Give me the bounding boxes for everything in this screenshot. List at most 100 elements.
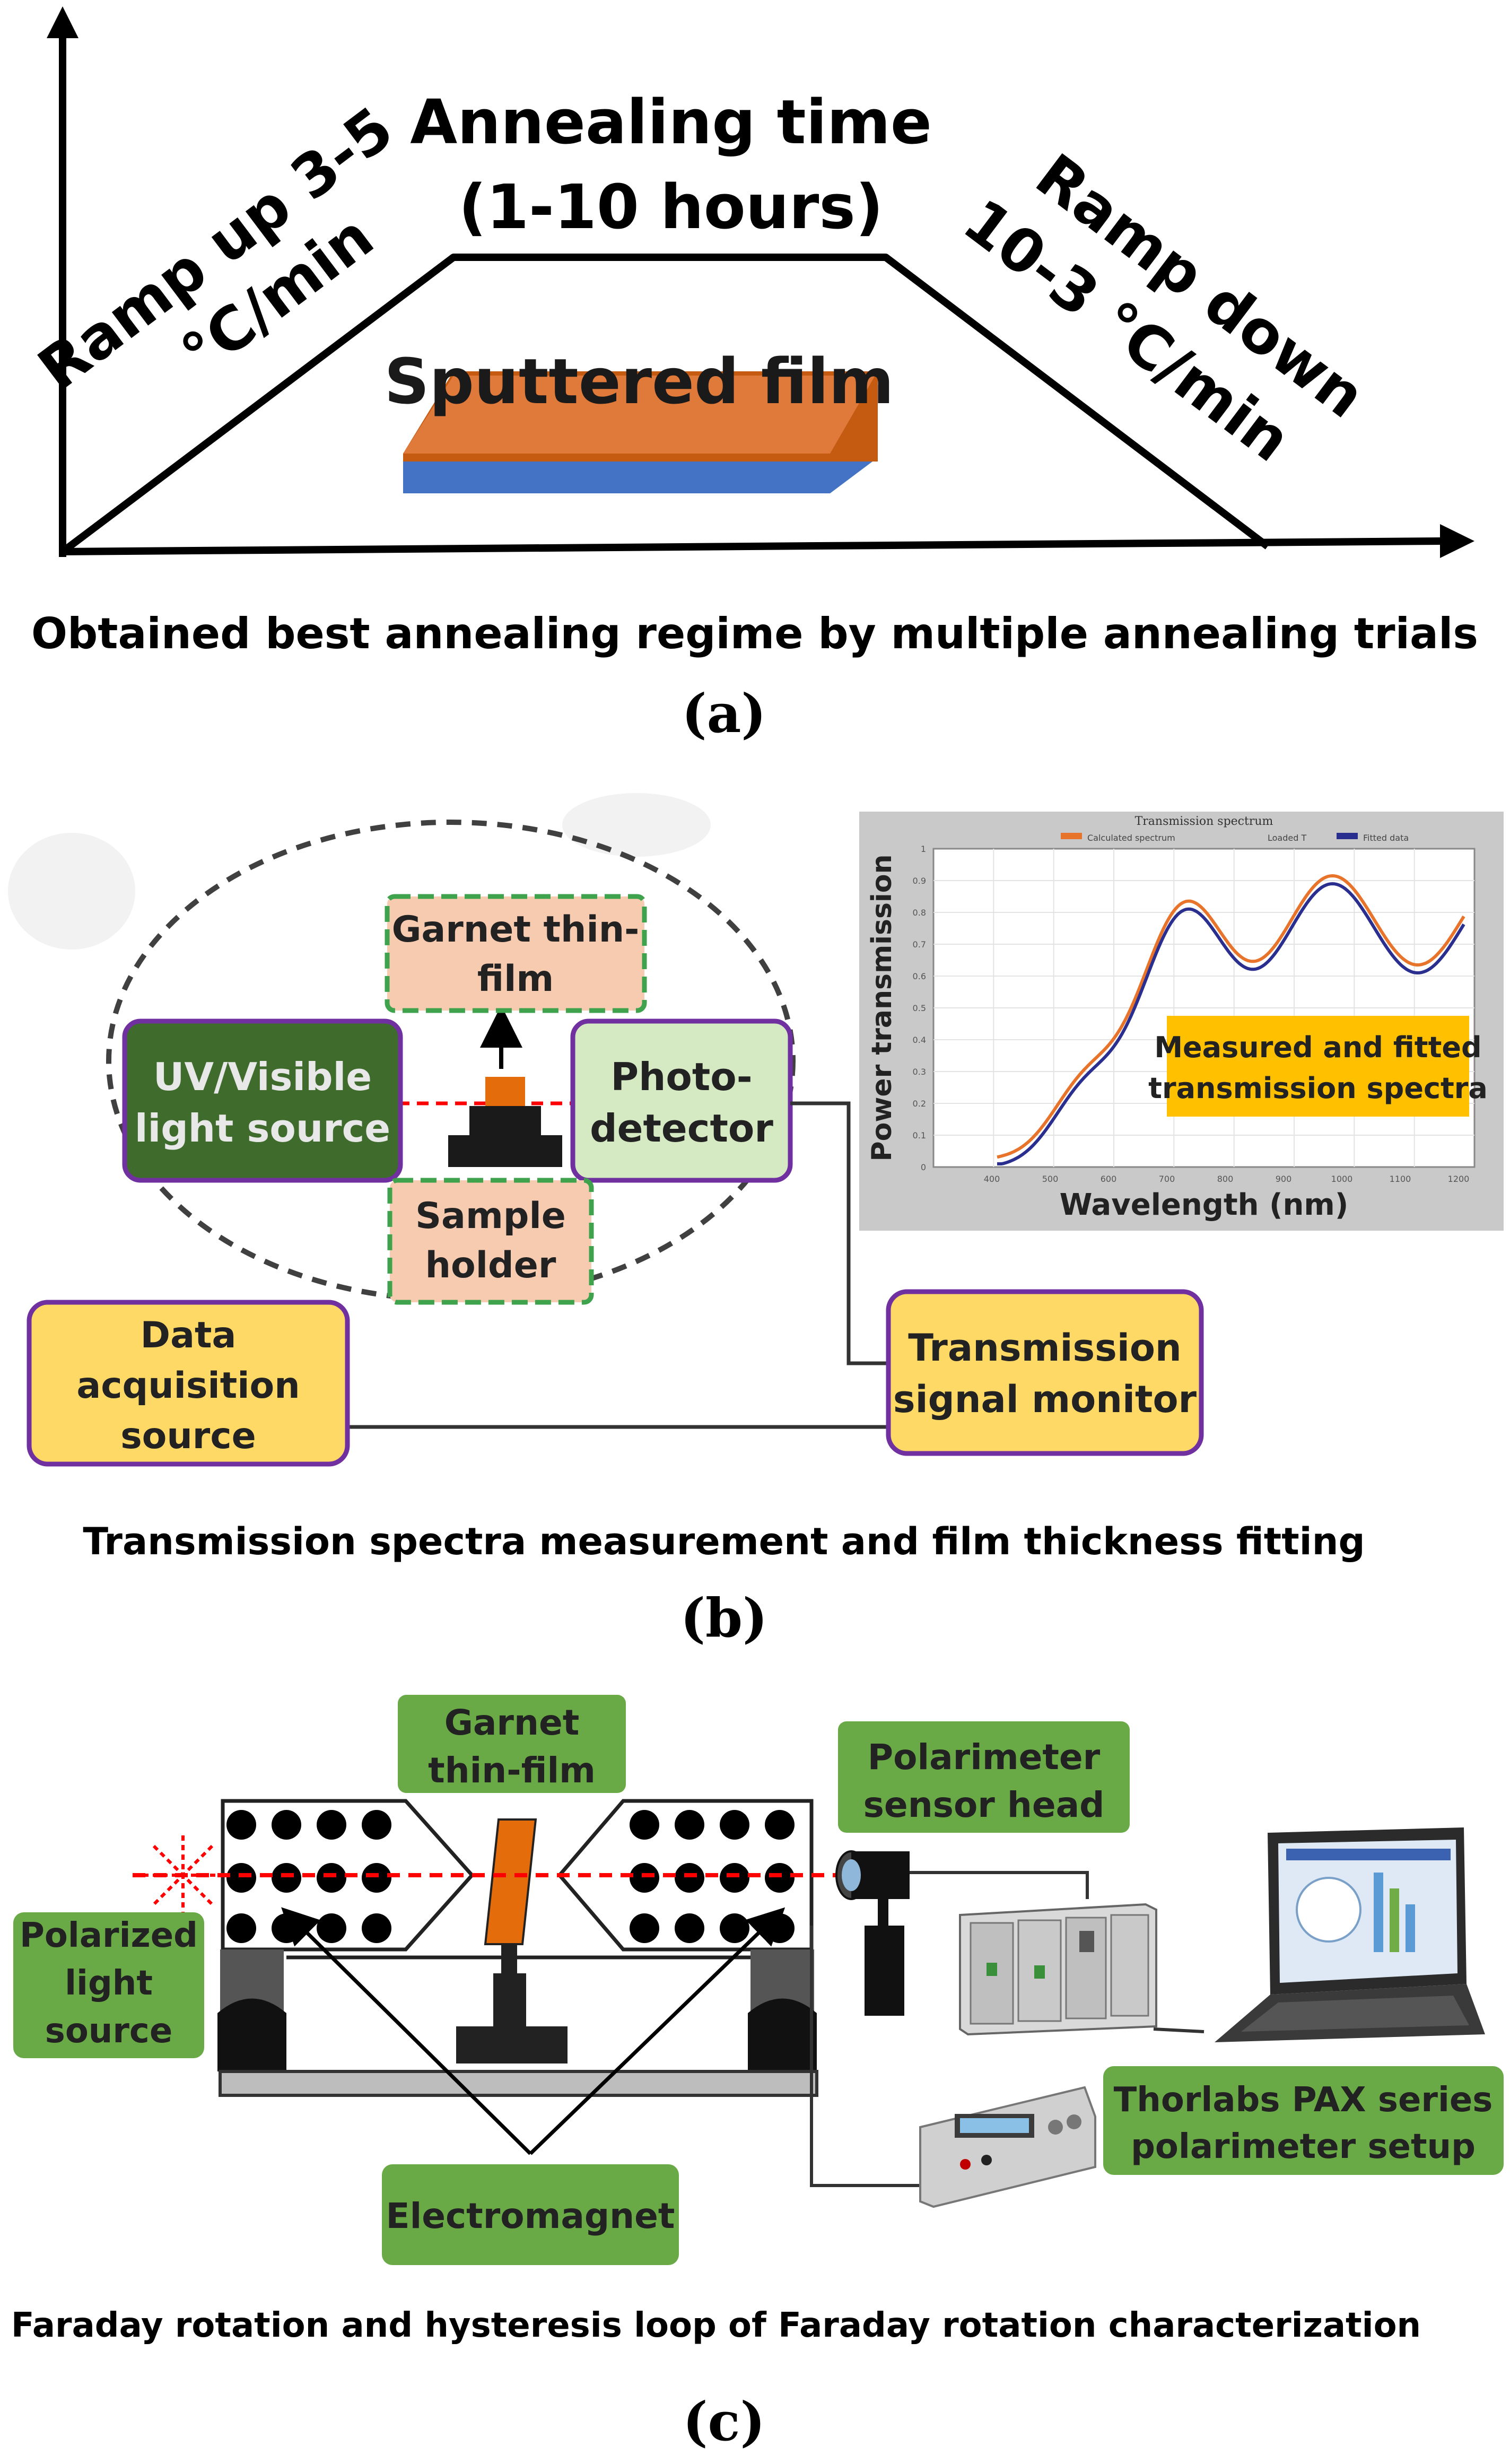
- field-dot: [630, 1863, 659, 1893]
- sample-post-lower: [493, 1973, 526, 2026]
- garnet-film-line2: film: [477, 958, 554, 1000]
- sample-holder-base: [448, 1135, 562, 1167]
- legend-calc-swatch: [1061, 833, 1082, 839]
- panel-b: Garnet thin- film UV/Visible light sourc…: [8, 793, 1504, 1649]
- garnet-thin-film-line2: thin-film: [428, 1750, 596, 1791]
- spectrum-x-tick: 900: [1276, 1174, 1292, 1184]
- field-dot: [765, 1863, 795, 1893]
- panel-a-caption: Obtained best annealing regime by multip…: [31, 609, 1478, 658]
- sample-holder-top: [469, 1106, 541, 1135]
- pol-line2: light: [65, 1964, 153, 2003]
- pol-line1: Polarized: [20, 1916, 198, 1955]
- panel-c-letter: (c): [683, 2390, 765, 2453]
- panel-a: Sputtered film Annealing time (1-10 hour…: [26, 6, 1478, 745]
- polarimeter-sensor-head-icon: [835, 1850, 910, 2016]
- spectrum-y-tick: 0.3: [913, 1067, 926, 1077]
- detector-to-monitor-wire: [790, 1101, 891, 1365]
- power-supply-icon: [919, 2086, 1096, 2208]
- spectrum-y-tick: 0.6: [913, 971, 926, 981]
- spectrum-xlabel: Wavelength (nm): [1060, 1188, 1349, 1222]
- spectrum-x-tick: 1100: [1390, 1174, 1411, 1184]
- spectrum-x-tick: 600: [1101, 1174, 1117, 1184]
- field-dot: [317, 1913, 346, 1943]
- sputtered-film-slab: [403, 371, 878, 493]
- laser-star-icon: [143, 1835, 223, 1915]
- garnet-sample: [484, 1818, 537, 1945]
- electromagnet-box: [382, 2164, 679, 2265]
- field-dot: [720, 1913, 749, 1943]
- spectrum-y-tick: 0.7: [913, 939, 926, 950]
- polarized-light-source-box: [13, 1912, 204, 2058]
- spectrum-inset: Transmission spectrum Calculated spectru…: [859, 812, 1504, 1231]
- monitor-line2: signal monitor: [893, 1378, 1197, 1421]
- spectrum-y-ticks: 10.90.80.70.60.50.40.30.20.10: [913, 844, 926, 1172]
- ramp-down-label: Ramp down 10-3 °C/min: [951, 141, 1377, 475]
- spectrum-x-tick: 400: [984, 1174, 1000, 1184]
- legend-loaded-label: Loaded T: [1268, 833, 1306, 843]
- uv-light-line1: UV/Visible: [153, 1055, 372, 1099]
- thorlabs-line1: Thorlabs PAX series: [1114, 2080, 1493, 2120]
- right-stand-foot: [748, 1998, 817, 2071]
- field-dot: [630, 1913, 659, 1943]
- panel-b-caption: Transmission spectra measurement and fil…: [83, 1520, 1365, 1563]
- polarimeter-controller-icon: [959, 1903, 1157, 2036]
- field-dot: [765, 1810, 795, 1840]
- background-blob-top: [562, 793, 711, 857]
- film-substrate: [403, 462, 872, 493]
- garnet-thin-film-box: [398, 1695, 626, 1793]
- field-dot: [272, 1913, 301, 1943]
- photodetector-line1: Photo-: [610, 1055, 752, 1099]
- panel-c-caption: Faraday rotation and hysteresis loop of …: [11, 2306, 1421, 2345]
- garnet-film-line1: Garnet thin-: [392, 909, 640, 951]
- spectrum-ylabel: Power transmission: [866, 855, 898, 1162]
- electromagnet-arrow-left: [281, 1907, 532, 2155]
- uv-light-line2: light source: [135, 1106, 390, 1151]
- daq-line1: Data: [141, 1314, 237, 1356]
- field-dot: [226, 1913, 256, 1943]
- daq-line3: source: [120, 1415, 256, 1457]
- sample-holder-line2: holder: [425, 1244, 556, 1286]
- pol-line3: source: [45, 2012, 173, 2051]
- field-dot: [675, 1913, 704, 1943]
- transmission-monitor-box: [886, 1289, 1204, 1456]
- electromagnet-label: Electromagnet: [386, 2196, 675, 2236]
- field-dot: [272, 1810, 301, 1840]
- spectrum-y-tick: 0.8: [913, 908, 926, 918]
- photodetector-box: [570, 1018, 793, 1183]
- field-dot: [720, 1810, 749, 1840]
- annealing-hours: (1-10 hours): [459, 172, 884, 243]
- legend-meas-label: Fitted data: [1363, 833, 1409, 843]
- laptop-icon: [1215, 1827, 1485, 2042]
- spectrum-x-tick: 800: [1217, 1174, 1234, 1184]
- spectrum-y-tick: 0.1: [913, 1130, 926, 1140]
- spectrum-annotation-line2: transmission spectra: [1148, 1072, 1488, 1105]
- left-stand-foot: [217, 1998, 286, 2071]
- field-dot: [317, 1810, 346, 1840]
- field-dot: [675, 1810, 704, 1840]
- film-label: Sputtered film: [385, 345, 894, 418]
- garnet-thin-film-line1: Garnet: [444, 1702, 580, 1743]
- y-axis-arrowhead: [47, 6, 78, 38]
- legend-calc-label: Calculated spectrum: [1087, 833, 1175, 843]
- spectrum-y-tick: 0.2: [913, 1099, 926, 1109]
- legend-meas-swatch: [1337, 833, 1358, 839]
- field-dot: [630, 1810, 659, 1840]
- field-dot: [226, 1810, 256, 1840]
- spectrum-y-tick: 0.9: [913, 876, 926, 886]
- sample-holder-box: [387, 1178, 594, 1305]
- garnet-film-box: [385, 894, 647, 1013]
- spectrum-y-tick: 0.5: [913, 1003, 926, 1013]
- field-dot: [362, 1810, 391, 1840]
- field-dot: [226, 1863, 256, 1893]
- spectrum-y-tick: 0.4: [913, 1035, 926, 1045]
- spectrum-y-tick: 0: [921, 1162, 926, 1172]
- background-blob-left: [8, 833, 135, 950]
- sensor-line1: Polarimeter: [868, 1737, 1101, 1778]
- x-axis: [59, 537, 1443, 555]
- field-dot: [765, 1913, 795, 1943]
- panel-b-letter: (b): [680, 1587, 768, 1649]
- thorlabs-line2: polarimeter setup: [1131, 2127, 1476, 2166]
- spectrum-x-tick: 1000: [1331, 1174, 1353, 1184]
- spectrum-calculated-curve: [997, 874, 1465, 1159]
